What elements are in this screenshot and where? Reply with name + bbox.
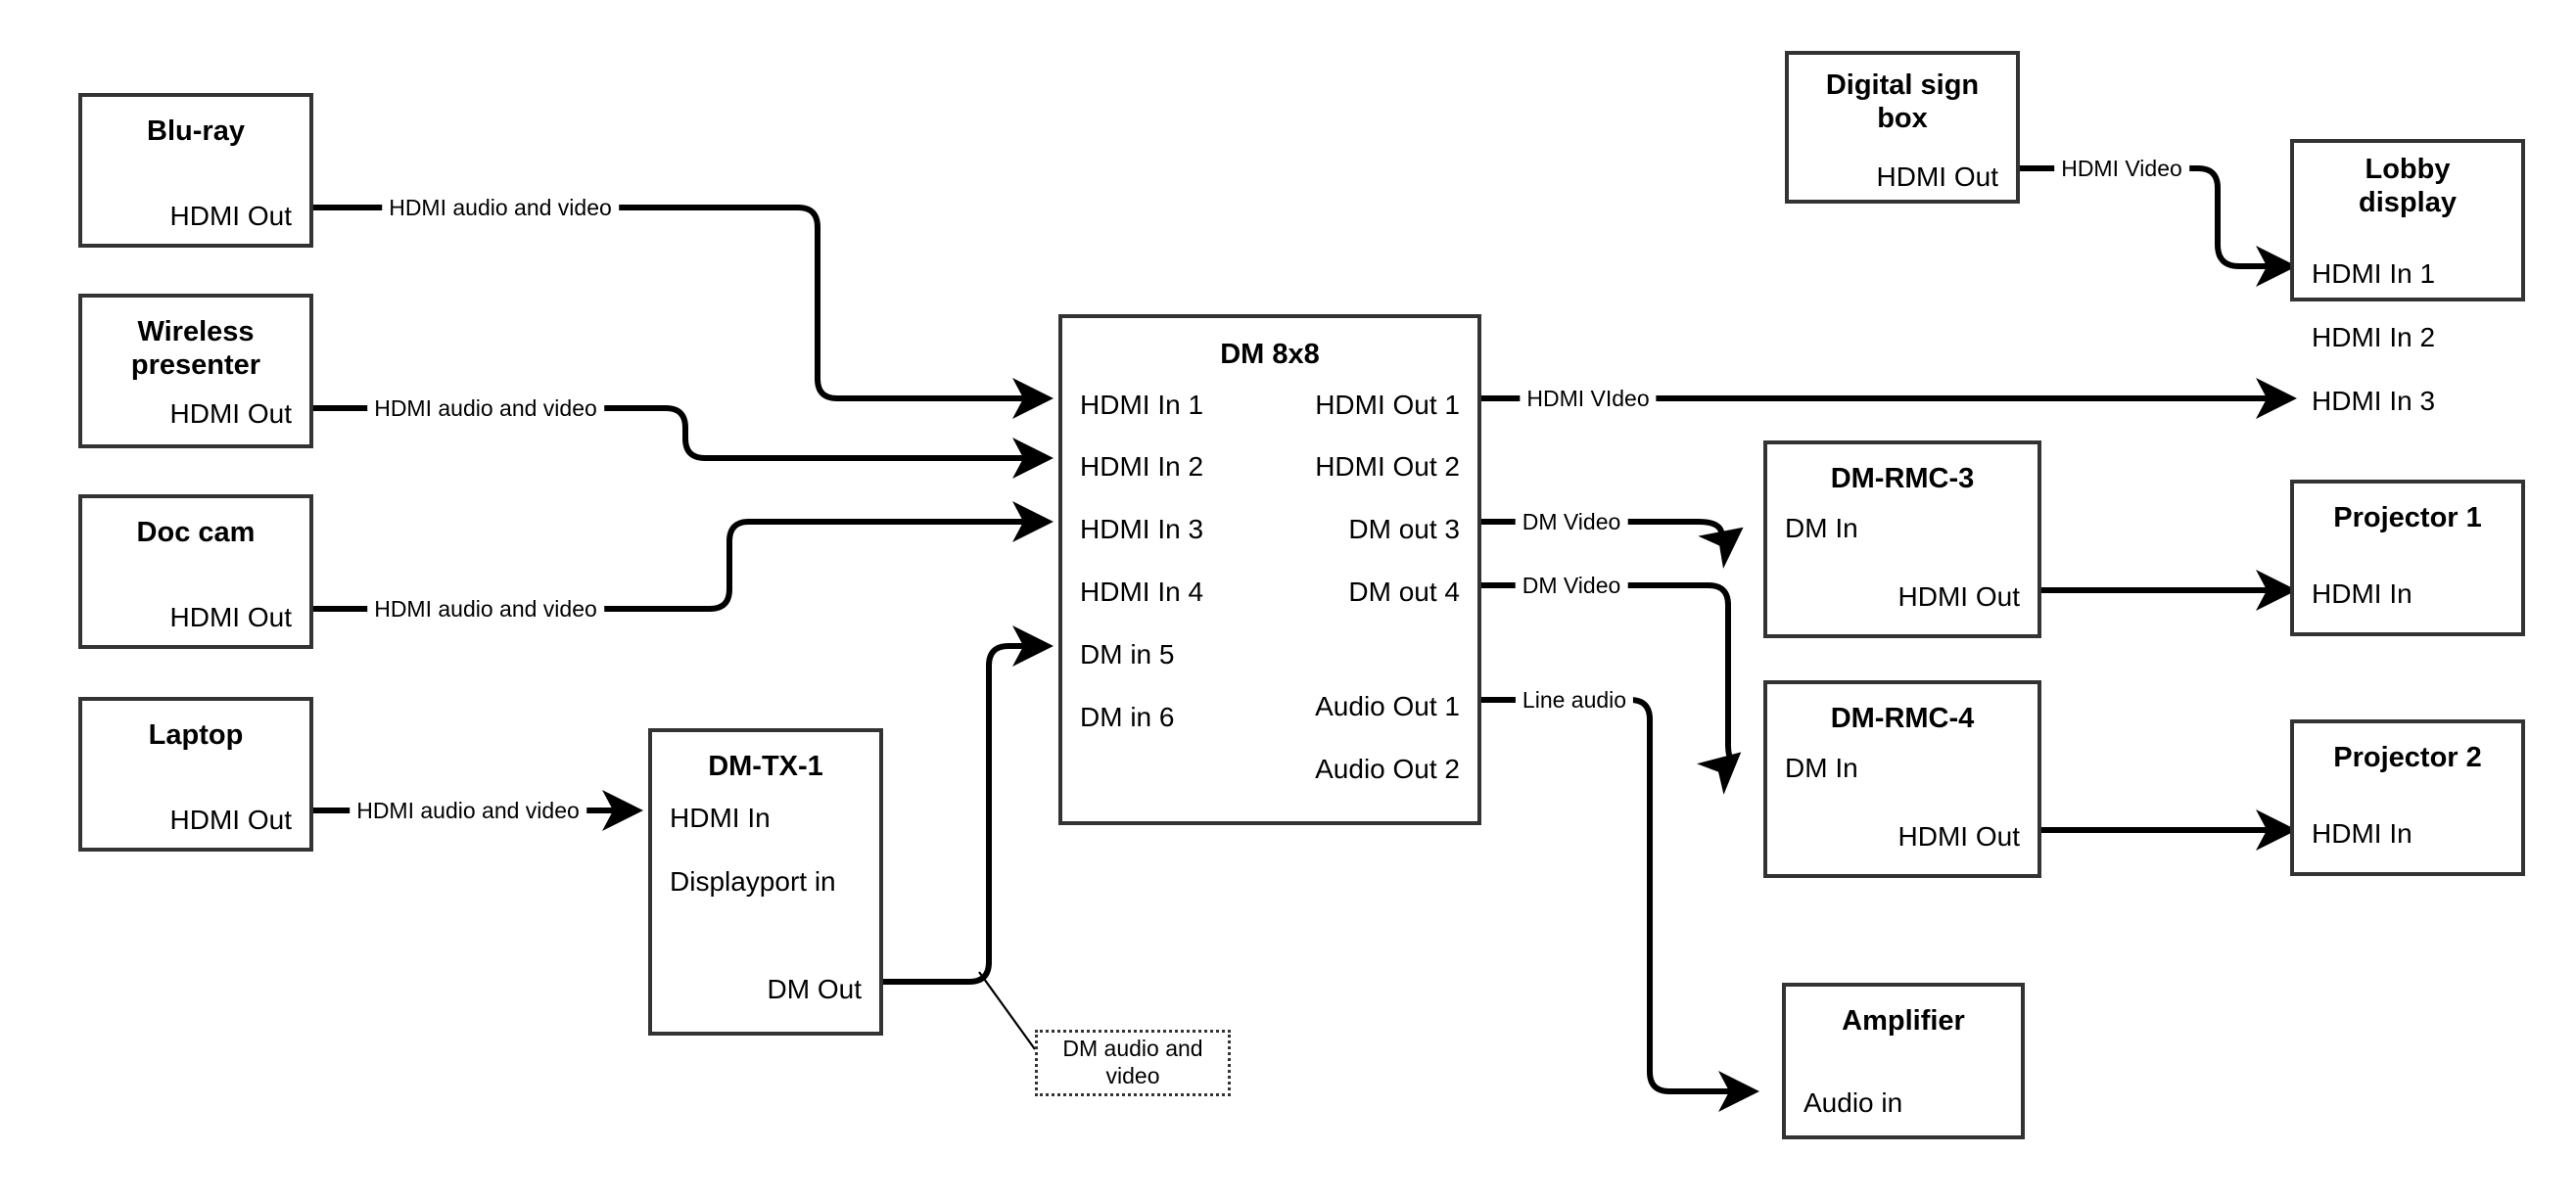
node-dm-rmc-3[interactable]: DM-RMC-3 DM In HDMI Out xyxy=(1763,440,2041,638)
node-dm-8x8-output-hdmi-out-2: HDMI Out 2 xyxy=(1315,451,1460,482)
node-projector-2-port-hdmi-in: HDMI In xyxy=(2312,818,2412,849)
node-dm-8x8[interactable]: DM 8x8 HDMI In 1 HDMI In 2 HDMI In 3 HDM… xyxy=(1058,314,1481,825)
node-digital-sign-box-title: Digital sign box xyxy=(1825,69,1980,135)
wire-label-dmout3-to-rmc3: DM Video xyxy=(1515,508,1628,535)
node-dm-8x8-input-dm-in-5: DM in 5 xyxy=(1080,639,1175,670)
node-dm-8x8-output-audio-out-2: Audio Out 2 xyxy=(1315,754,1460,784)
node-projector-2[interactable]: Projector 2 HDMI In xyxy=(2290,719,2525,876)
node-dm-8x8-input-dm-in-6: DM in 6 xyxy=(1080,702,1175,732)
node-dm-8x8-input-hdmi-in-3: HDMI In 3 xyxy=(1080,514,1204,544)
node-lobby-display-input-hdmi-in-3: HDMI In 3 xyxy=(2312,386,2436,416)
node-dm-rmc-3-port-hdmi-out: HDMI Out xyxy=(1897,581,2020,612)
node-lobby-display-input-hdmi-in-2: HDMI In 2 xyxy=(2312,322,2436,352)
callout-dm-audio-and-video: DM audio and video xyxy=(1035,1030,1231,1096)
node-laptop[interactable]: Laptop HDMI Out xyxy=(78,697,313,852)
wire-label-sign-to-lobby: HDMI Video xyxy=(2054,155,2189,182)
wire-label-hdmiout1-to-lobby: HDMI VIdeo xyxy=(1520,385,1657,412)
wire-bluray-to-dm8x8 xyxy=(313,205,1054,419)
node-wireless-presenter[interactable]: Wireless presenter HDMI Out xyxy=(78,294,313,448)
wire-sign-to-lobby xyxy=(2020,165,2297,287)
node-doc-cam-title: Doc cam xyxy=(136,517,256,548)
wire-dmout4-to-rmc4 xyxy=(1481,582,1742,795)
node-dm-8x8-title: DM 8x8 xyxy=(1220,339,1320,370)
node-bluray-title: Blu-ray xyxy=(147,115,245,147)
node-laptop-port-hdmi-out: HDMI Out xyxy=(169,805,292,835)
node-dm-8x8-output-dm-out-4: DM out 4 xyxy=(1348,577,1460,607)
wire-audioout1-to-amp xyxy=(1481,697,1759,1112)
node-dm-tx-1-port-hdmi-in: HDMI In xyxy=(670,803,771,833)
wire-dmtx1-to-dm8x8 xyxy=(883,625,1054,985)
node-amplifier-port-audio-in: Audio in xyxy=(1803,1087,1903,1118)
wire-label-bluray-to-dm8x8: HDMI audio and video xyxy=(382,194,619,221)
node-bluray-port-hdmi-out: HDMI Out xyxy=(169,201,292,231)
node-doc-cam[interactable]: Doc cam HDMI Out xyxy=(78,494,313,649)
node-dm-rmc-4-title: DM-RMC-4 xyxy=(1830,703,1975,734)
node-amplifier[interactable]: Amplifier Audio in xyxy=(1782,983,2025,1139)
node-dm-8x8-input-hdmi-in-4: HDMI In 4 xyxy=(1080,577,1204,607)
node-projector-2-title: Projector 2 xyxy=(2333,742,2482,773)
node-dm-8x8-output-audio-out-1: Audio Out 1 xyxy=(1315,691,1460,721)
node-laptop-title: Laptop xyxy=(148,719,244,751)
node-dm-tx-1-title: DM-TX-1 xyxy=(708,751,823,782)
callout-leader-line xyxy=(978,971,1036,1050)
wire-label-audioout1-to-amp: Line audio xyxy=(1515,686,1634,714)
node-projector-1-title: Projector 1 xyxy=(2333,502,2482,533)
node-digital-sign-box[interactable]: Digital sign box HDMI Out xyxy=(1785,51,2020,204)
node-dm-rmc-3-port-dm-in: DM In xyxy=(1785,513,1858,543)
node-dm-8x8-input-hdmi-in-1: HDMI In 1 xyxy=(1080,390,1204,420)
node-doc-cam-port-hdmi-out: HDMI Out xyxy=(169,602,292,632)
wire-label-laptop-to-dmtx1: HDMI audio and video xyxy=(350,797,586,824)
node-lobby-display-title: Lobby display xyxy=(2359,154,2457,219)
node-dm-rmc-4[interactable]: DM-RMC-4 DM In HDMI Out xyxy=(1763,680,2041,878)
wire-label-dmout4-to-rmc4: DM Video xyxy=(1515,572,1628,599)
node-wireless-presenter-title: Wireless presenter xyxy=(130,316,261,382)
node-dm-tx-1[interactable]: DM-TX-1 HDMI In Displayport in DM Out xyxy=(648,728,883,1036)
node-lobby-display-input-hdmi-in-1: HDMI In 1 xyxy=(2312,258,2436,289)
node-dm-8x8-output-hdmi-out-1: HDMI Out 1 xyxy=(1315,390,1460,420)
node-dm-rmc-3-title: DM-RMC-3 xyxy=(1830,463,1975,494)
node-dm-rmc-4-port-hdmi-out: HDMI Out xyxy=(1897,821,2020,852)
node-digital-sign-box-port-hdmi-out: HDMI Out xyxy=(1876,162,1998,192)
node-projector-1-port-hdmi-in: HDMI In xyxy=(2312,578,2412,609)
node-projector-1[interactable]: Projector 1 HDMI In xyxy=(2290,480,2525,636)
node-dm-tx-1-port-displayport-in: Displayport in xyxy=(670,866,836,897)
node-lobby-display[interactable]: Lobby display HDMI In 1 HDMI In 2 HDMI I… xyxy=(2290,139,2525,415)
node-bluray[interactable]: Blu-ray HDMI Out xyxy=(78,93,313,248)
wire-label-wireless-to-dm8x8: HDMI audio and video xyxy=(367,394,604,422)
node-wireless-presenter-port-hdmi-out: HDMI Out xyxy=(169,398,292,429)
wire-label-doccam-to-dm8x8: HDMI audio and video xyxy=(367,595,604,623)
node-dm-8x8-input-hdmi-in-2: HDMI In 2 xyxy=(1080,451,1204,482)
node-dm-8x8-output-dm-out-3: DM out 3 xyxy=(1348,514,1460,544)
node-dm-tx-1-port-dm-out: DM Out xyxy=(767,974,862,1004)
node-dm-rmc-4-port-dm-in: DM In xyxy=(1785,753,1858,783)
node-amplifier-title: Amplifier xyxy=(1842,1005,1965,1037)
